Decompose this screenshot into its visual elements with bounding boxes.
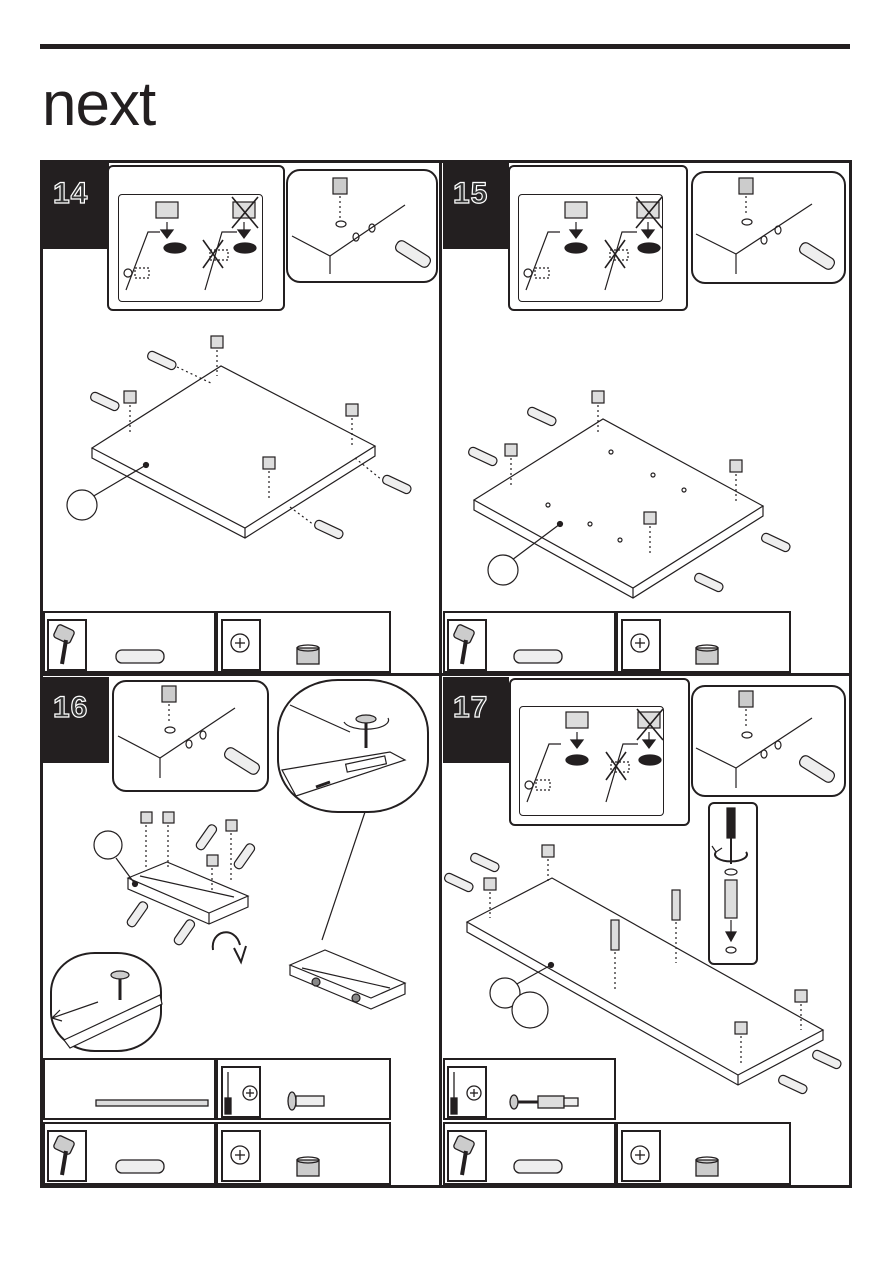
parts-icons-17 bbox=[0, 0, 893, 1263]
